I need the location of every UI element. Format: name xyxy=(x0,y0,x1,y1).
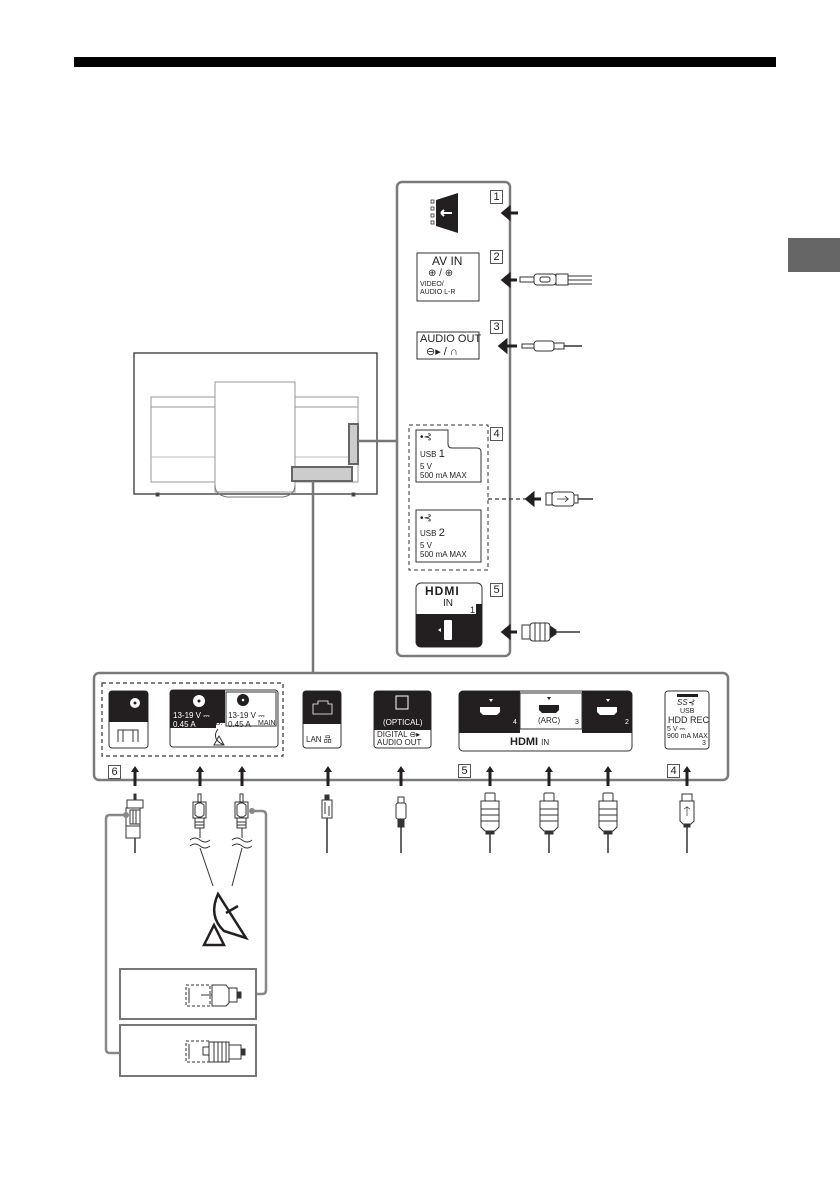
sat-sub-rating: 13-19 V ⎓0.45 A xyxy=(173,711,210,729)
antenna-plug xyxy=(125,793,144,853)
satellite-plug-sub xyxy=(189,793,214,887)
hdmi-plugs xyxy=(480,792,618,853)
arrow-icon xyxy=(500,204,518,222)
usb-cable-plug xyxy=(545,491,593,507)
usb2-current: 500 mA MAX xyxy=(420,550,467,559)
tv-rear-illustration xyxy=(133,352,397,673)
usb-hdd-power: 5 V ⎓ xyxy=(667,726,686,733)
usb1-label: USB 1 xyxy=(420,448,445,460)
digital-audio-out-label: DIGITAL ⊖▸AUDIO OUT xyxy=(377,730,422,747)
optical-plug xyxy=(395,796,407,853)
f-plug-compact xyxy=(185,984,242,1007)
satellite-dish xyxy=(201,891,249,947)
up-arrows xyxy=(131,766,691,786)
side-panel-frame xyxy=(395,180,512,658)
card-insert-icon xyxy=(430,193,458,233)
usb-hdd-index: 3 xyxy=(702,740,706,747)
network-icon: 品 xyxy=(323,735,332,744)
usb-icon: •⊰ xyxy=(420,432,432,443)
hdmi-port-2-index: 2 xyxy=(625,719,629,726)
port-number-5: 5 xyxy=(490,583,503,597)
satellite-dish-icon xyxy=(213,728,225,746)
audio-cable-plug xyxy=(521,340,582,352)
chapter-tab xyxy=(788,238,840,272)
headphone-icon: ⊖▸ / ∩ xyxy=(426,346,458,358)
port-number-2: 2 xyxy=(490,250,503,264)
lan-plug xyxy=(321,794,333,853)
satellite-plug-main xyxy=(231,793,253,887)
audio-out-label: AUDIO OUT xyxy=(420,333,482,345)
hdmi-port-3-index: 3 xyxy=(575,719,579,726)
superspeed-usb-icon: SS⊰ xyxy=(677,698,695,707)
sat-main-rating: 13-19 V ⎓0.45 A xyxy=(228,711,265,729)
section-header-bar xyxy=(74,57,776,67)
bottom-panel-frame xyxy=(92,671,730,782)
port-number-5-bottom: 5 xyxy=(458,764,471,778)
sat-main-tag: MAIN xyxy=(258,720,276,727)
port-number-1: 1 xyxy=(490,190,503,204)
usb-hdd-line2: HDD REC xyxy=(668,715,710,725)
av-in-label: AV IN xyxy=(432,254,463,268)
hdmi-side-index: 1 xyxy=(470,605,476,615)
sat-sub-tag: SUB. xyxy=(206,720,223,727)
hdmi-logo: HDMI xyxy=(425,584,460,598)
usb-hdd-line1: USB xyxy=(680,708,695,715)
port-number-4-bottom: 4 xyxy=(667,764,680,778)
hdmi-in-label: IN xyxy=(443,598,453,609)
usb-hdd-current: 900 mA MAX xyxy=(667,733,708,740)
port-number-3: 3 xyxy=(490,320,503,334)
port-number-4: 4 xyxy=(490,427,503,441)
usb1-power: 5 V xyxy=(420,462,433,471)
hdmi-port-4-index: 4 xyxy=(513,719,517,726)
usb-hdd-plug xyxy=(679,793,695,853)
lan-label: LAN 品 xyxy=(306,735,332,744)
port-number-6: 6 xyxy=(108,765,121,779)
f-plug-standard xyxy=(185,1040,246,1063)
usb-icon: •⊰ xyxy=(420,513,432,524)
av-cable-plug xyxy=(519,273,592,286)
usb2-power: 5 V xyxy=(420,541,433,550)
hdmi-cable-plug xyxy=(521,622,580,642)
usb2-label: USB 2 xyxy=(420,527,445,539)
av-in-sub: VIDEO/AUDIO L-R xyxy=(420,281,456,296)
optical-label: (OPTICAL) xyxy=(383,718,423,727)
av-in-symbols: ⊕ / ⊕ xyxy=(428,268,454,279)
hdmi-in-logo: HDMI IN xyxy=(510,736,550,748)
usb1-current: 500 mA MAX xyxy=(420,471,467,480)
hdmi-arc-label: (ARC) xyxy=(538,716,561,725)
